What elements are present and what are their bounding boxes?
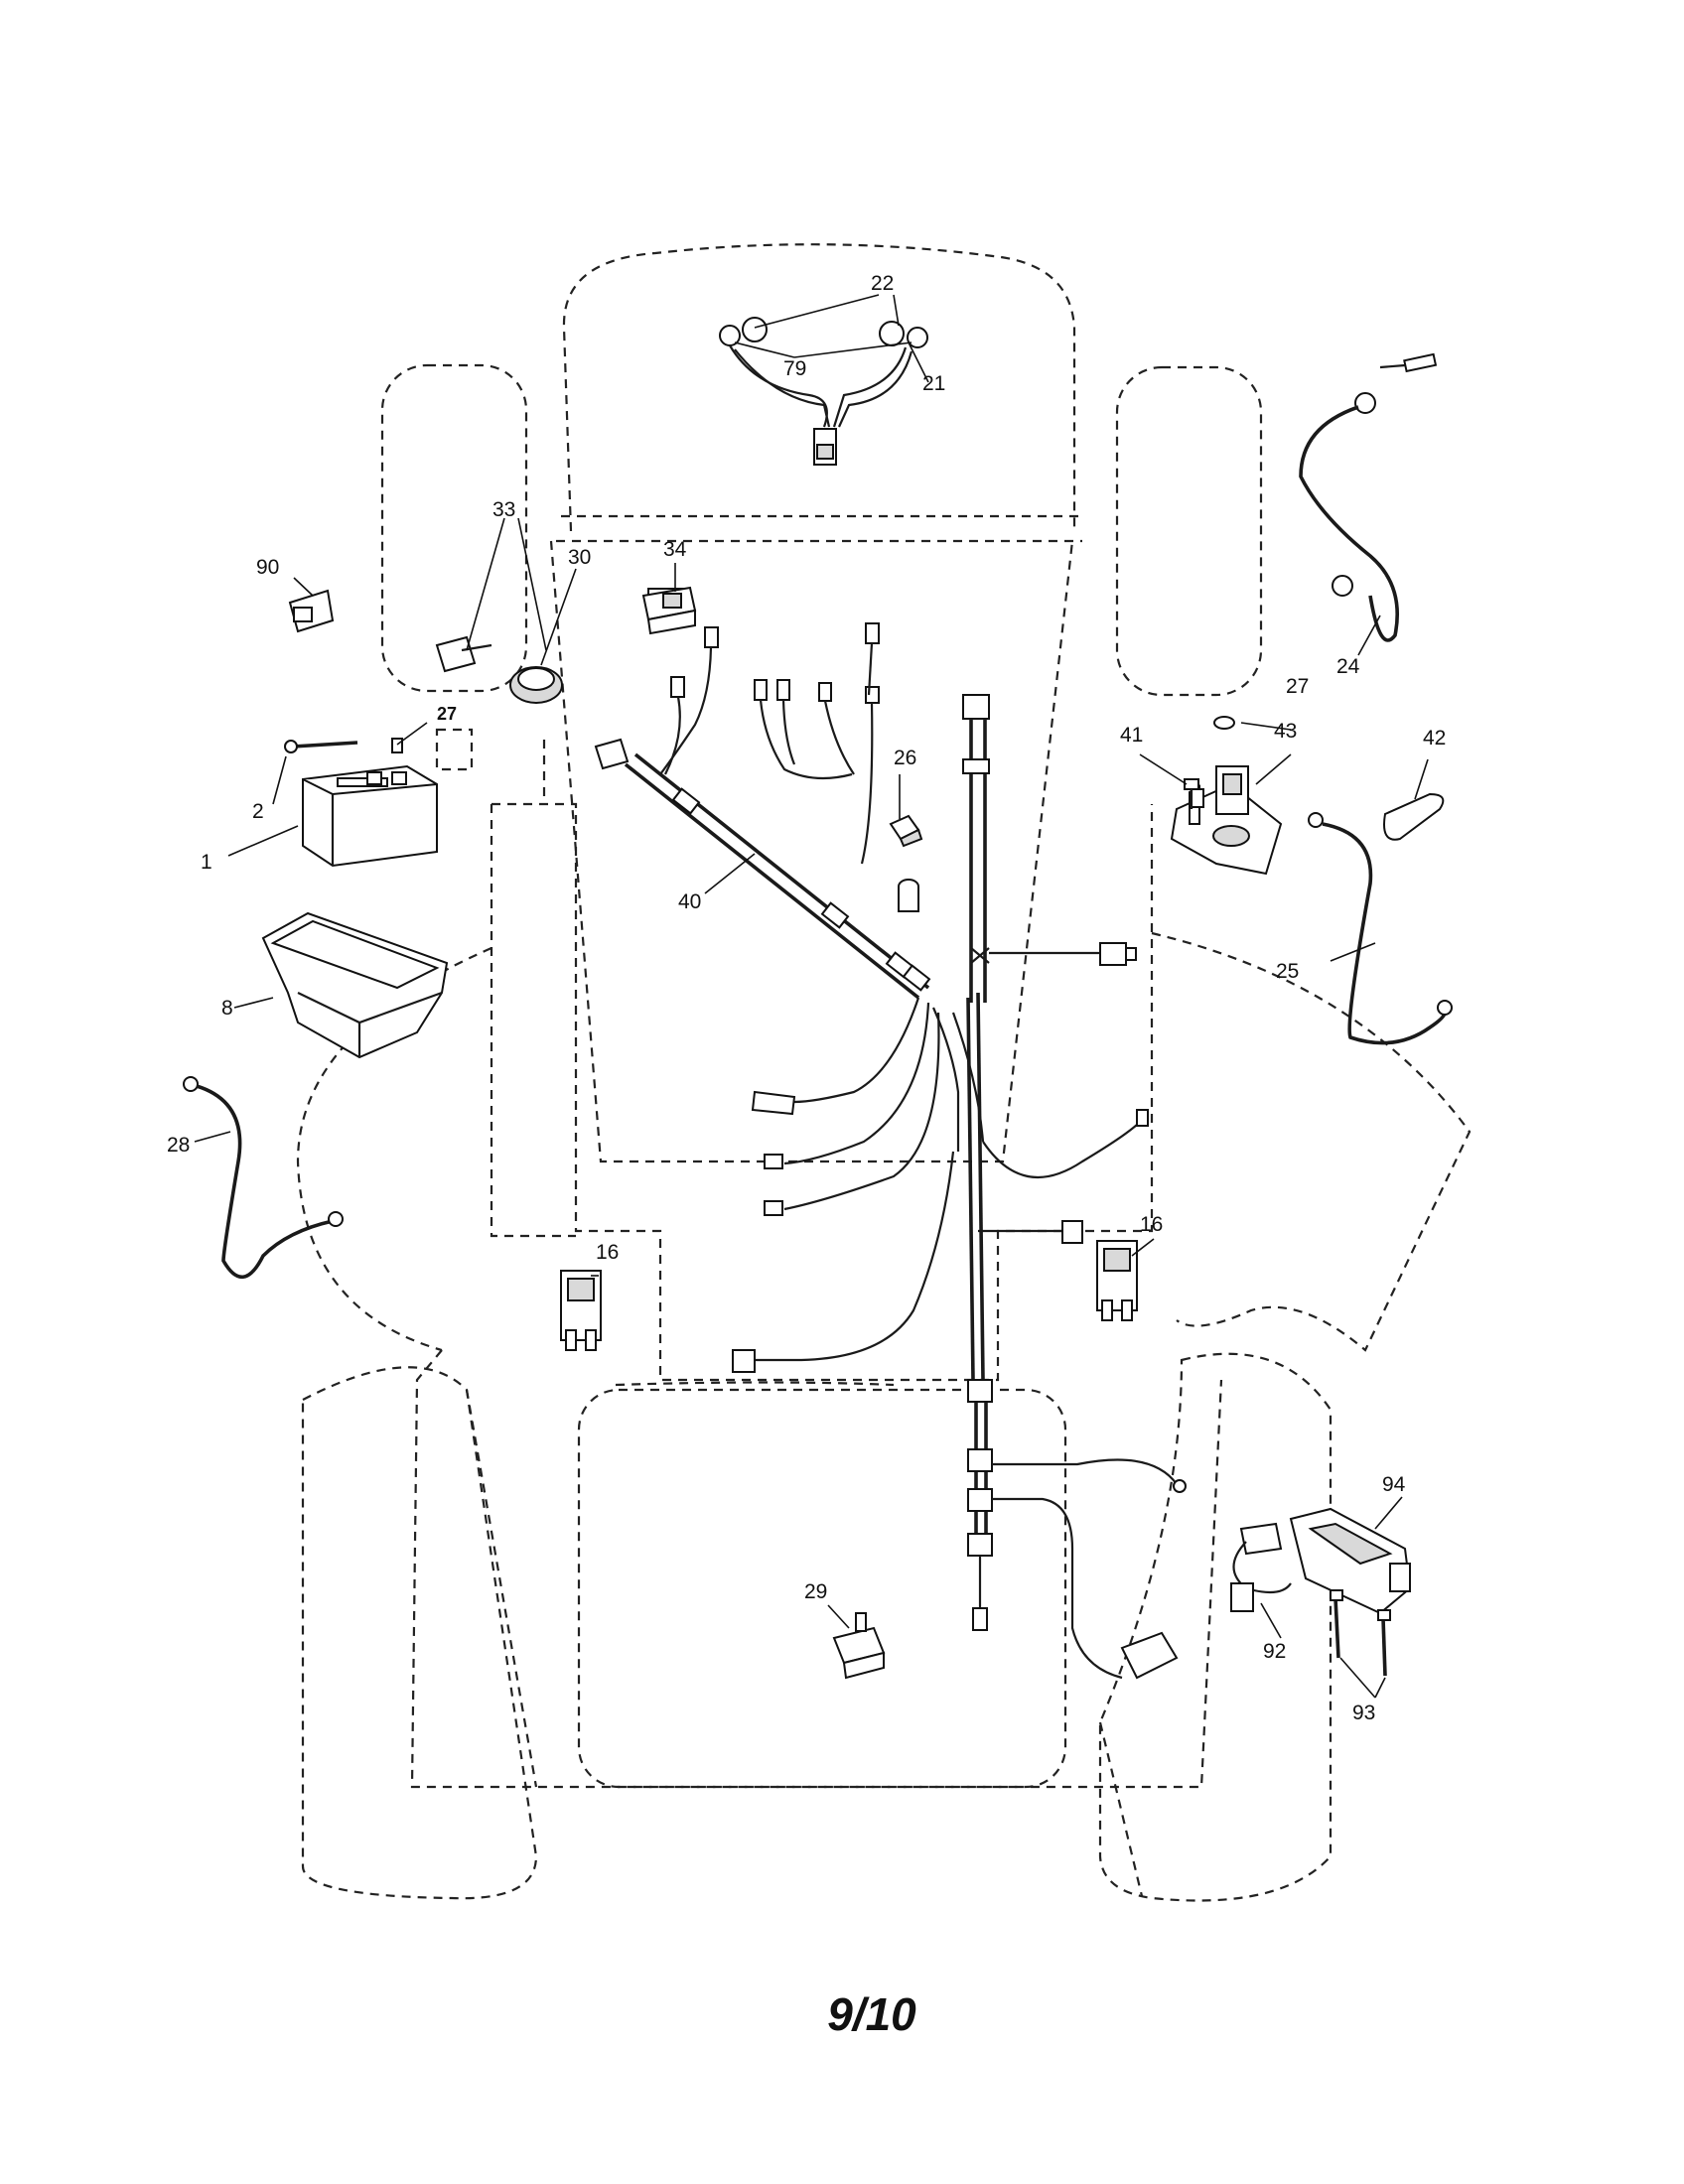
label-40: 40 [678, 890, 701, 913]
harness-adapter [1230, 1522, 1292, 1612]
label-94: 94 [1382, 1473, 1406, 1496]
label-79: 79 [783, 357, 806, 380]
socket [898, 879, 919, 912]
wiring-harness [594, 622, 1187, 1680]
leader-lines [194, 294, 1429, 1699]
label-34: 34 [663, 538, 687, 561]
label-24: 24 [1336, 655, 1360, 678]
label-30: 30 [568, 546, 591, 569]
label-92: 92 [1263, 1640, 1286, 1663]
interlock-switch-left [560, 1270, 602, 1351]
battery-cable [183, 1076, 344, 1280]
label-42: 42 [1423, 727, 1446, 750]
label-1: 1 [201, 851, 212, 874]
solenoid [1170, 716, 1283, 876]
label-90: 90 [256, 556, 279, 579]
interlock-switch-right [1096, 1240, 1138, 1321]
label-22: 22 [871, 272, 894, 295]
label-16-right: 16 [1140, 1213, 1163, 1236]
label-26: 26 [894, 747, 916, 769]
label-21: 21 [922, 372, 945, 395]
pto-switch [832, 1612, 886, 1680]
label-29: 29 [804, 1580, 827, 1603]
terminal-boot [1383, 792, 1445, 841]
part-labels: 22 79 21 33 90 30 34 27 2 1 26 40 8 28 2… [167, 272, 1446, 1724]
label-27-right: 27 [1286, 675, 1309, 698]
screws [1330, 1589, 1391, 1677]
label-8: 8 [221, 997, 233, 1020]
headlight-assembly [719, 317, 928, 466]
fuse [889, 814, 923, 848]
ignition-group [288, 588, 689, 704]
page-number: 9/10 [827, 1988, 916, 2040]
light-switch [641, 586, 697, 635]
label-2: 2 [252, 800, 264, 823]
label-93: 93 [1352, 1702, 1375, 1724]
label-33: 33 [492, 498, 515, 521]
label-43: 43 [1274, 720, 1297, 743]
battery-box [261, 911, 449, 1059]
bolt-41 [1184, 778, 1199, 809]
label-27-left: 27 [437, 704, 457, 724]
cable-24 [1299, 352, 1438, 642]
label-28: 28 [167, 1134, 190, 1157]
label-16-left: 16 [596, 1241, 619, 1264]
module [1289, 1507, 1412, 1615]
label-41: 41 [1120, 724, 1143, 747]
ground-cable-25 [1308, 812, 1453, 1045]
battery-group [284, 738, 438, 868]
label-25: 25 [1276, 960, 1299, 983]
